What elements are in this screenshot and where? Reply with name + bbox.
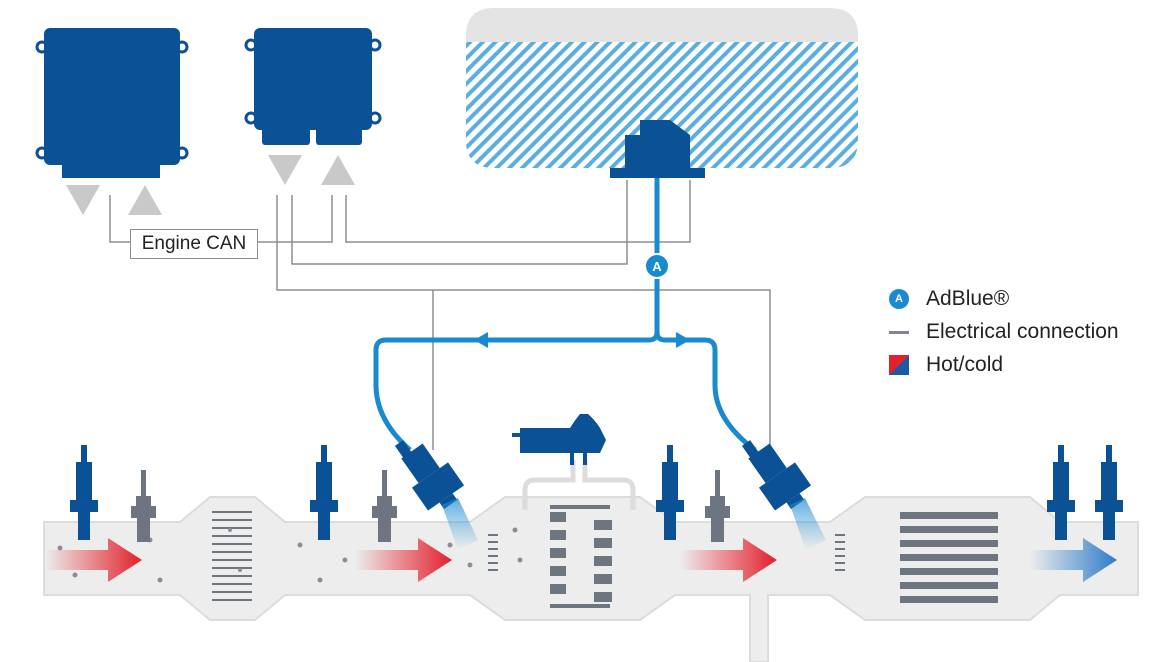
- heating-loop: [522, 460, 636, 510]
- adblue-marker-icon: A: [888, 288, 910, 310]
- dosing-control-unit: [244, 28, 382, 145]
- clean-up-catalyst: [900, 512, 998, 603]
- cold-flow-arrow: [1030, 538, 1117, 582]
- scr-catalyst: [550, 505, 612, 608]
- hot-flow-arrow: [355, 538, 452, 582]
- adblue-marker-label: A: [652, 259, 662, 274]
- legend-label: AdBlue®: [926, 287, 1010, 310]
- mixer-grid: [488, 534, 845, 571]
- hot-cold-icon: [888, 354, 910, 376]
- legend-item-electrical: Electrical connection: [888, 320, 1119, 344]
- legend-label: Electrical connection: [926, 320, 1119, 343]
- heating-pump: [512, 414, 606, 465]
- engine-control-unit: [35, 28, 189, 178]
- spray-cone: [790, 498, 826, 550]
- hot-flow-arrow: [45, 538, 142, 582]
- nox-sensor: [70, 445, 1123, 540]
- flow-arrow-right: [676, 332, 690, 348]
- flow-arrow-left: [474, 332, 488, 348]
- temperature-sensor: [131, 470, 730, 542]
- legend-label: Hot/cold: [926, 353, 1004, 376]
- oxidation-catalyst: [212, 511, 252, 601]
- dosing-module: [394, 440, 812, 511]
- adblue-tank: [466, 8, 858, 168]
- hot-flow-arrow: [680, 538, 777, 582]
- legend-item-hot-cold: Hot/cold: [888, 353, 1003, 377]
- adblue-lines: [373, 178, 757, 452]
- electrical-line-icon: [888, 321, 910, 343]
- signal-triangles: [66, 155, 355, 215]
- legend-item-adblue: A AdBlue®: [888, 287, 1009, 311]
- adblue-marker: [644, 253, 670, 279]
- engine-can-box: Engine CAN: [130, 229, 258, 259]
- electrical-connections: [109, 180, 771, 450]
- spray-cone: [442, 498, 478, 550]
- exhaust-pipe: [43, 496, 1139, 662]
- supply-module: [610, 120, 705, 178]
